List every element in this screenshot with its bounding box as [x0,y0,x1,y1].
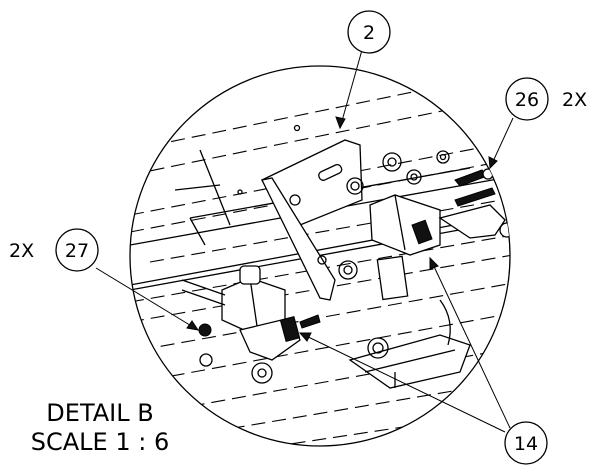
detail-title: DETAIL B [46,399,153,427]
balloon-26-quantity: 2X [562,89,587,111]
balloon-27: 27 2X [9,228,99,272]
balloon-27-number: 27 [65,240,89,262]
balloon-27-quantity: 2X [9,240,34,262]
balloon-26: 26 2X [505,77,587,121]
washers [237,124,450,359]
balloon-14: 14 [504,421,548,465]
bottom-plate [348,299,471,389]
balloon-2-number: 2 [363,22,375,44]
balloon-14-number: 14 [514,433,538,455]
hidden-lines [130,69,510,446]
leader-lines [95,49,514,433]
bracket-part [261,139,364,301]
lower-switch-assembly [181,265,321,384]
balloon-26-number: 26 [515,89,539,111]
assembly-view [130,69,510,446]
upper-switch-assembly [369,168,510,301]
balloon-2: 2 [347,10,391,54]
detail-scale: SCALE 1 : 6 [31,428,169,456]
